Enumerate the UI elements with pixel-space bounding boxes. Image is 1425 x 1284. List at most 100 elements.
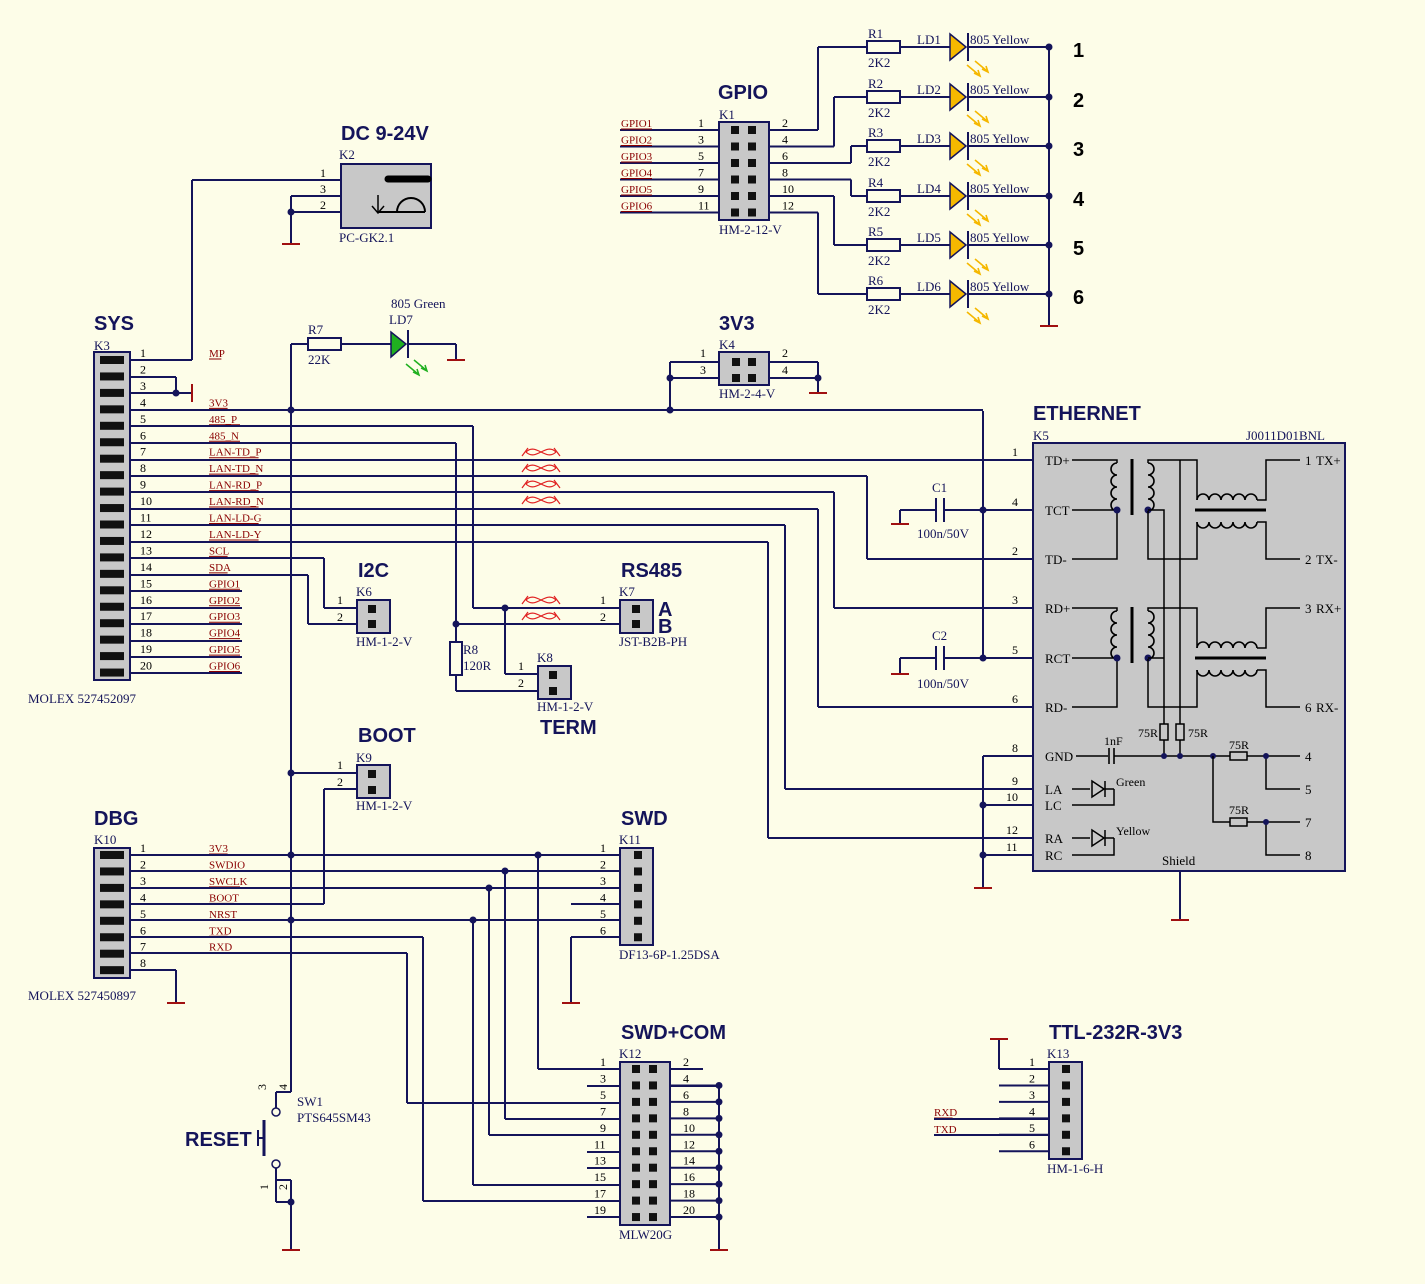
sys-net-label: SDA [209, 562, 231, 574]
gpio-resistor-ref: R5 [868, 224, 883, 239]
sys-net-label: GPIO6 [209, 661, 241, 673]
gpio-led-number: 6 [1073, 287, 1084, 309]
k1-part: HM-2-12-V [719, 222, 782, 237]
svg-text:8: 8 [683, 1104, 689, 1118]
svg-text:4: 4 [782, 133, 788, 147]
i2c-title: I2C [358, 560, 389, 582]
k13-part: HM-1-6-H [1047, 1161, 1103, 1176]
svg-text:2: 2 [276, 1184, 290, 1190]
dbg-net-label: BOOT [209, 892, 239, 904]
ld7-ref: LD7 [389, 312, 413, 327]
ethernet-pin-label: RD+ [1045, 601, 1070, 616]
k13-ttl-connector: K13 HM-1-6-H [1047, 1046, 1103, 1176]
svg-text:13: 13 [140, 543, 152, 557]
dbg-net-label: SWCLK [209, 876, 248, 888]
svg-text:2: 2 [337, 775, 343, 789]
c1-value: 100n/50V [917, 526, 970, 541]
k10-part: MOLEX 527450897 [28, 988, 136, 1003]
diff-pair-markers [521, 447, 561, 621]
svg-text:4: 4 [683, 1071, 689, 1085]
k8-ref: K8 [537, 650, 553, 665]
svg-text:9: 9 [698, 182, 704, 196]
c1-ref: C1 [932, 480, 947, 495]
svg-text:1: 1 [257, 1184, 271, 1190]
svg-text:8: 8 [782, 166, 788, 180]
svg-text:9: 9 [1012, 774, 1018, 788]
dbg-net-label: 3V3 [209, 843, 228, 855]
gpio-led-ref: LD3 [917, 131, 941, 146]
svg-text:75R: 75R [1229, 803, 1249, 817]
sys-net-label: GPIO3 [209, 611, 241, 623]
k5-part: J0011D01BNL [1246, 428, 1325, 443]
swdcom-title: SWD+COM [621, 1022, 726, 1044]
svg-text:16: 16 [140, 593, 152, 607]
svg-text:2: 2 [600, 857, 606, 871]
nets [130, 180, 1189, 921]
ethernet-pin-label: RD- [1045, 700, 1067, 715]
svg-text:2: 2 [140, 857, 146, 871]
ethernet-pin-label: GND [1045, 749, 1073, 764]
svg-text:4: 4 [1029, 1104, 1035, 1118]
gpio-resistor-value: 2K2 [868, 253, 890, 268]
r8-value: 120R [463, 658, 492, 673]
k4-part: HM-2-4-V [719, 386, 776, 401]
svg-text:10: 10 [683, 1121, 695, 1135]
gpio-resistor-value: 2K2 [868, 105, 890, 120]
k11-swd-connector: K11 DF13-6P-1.25DSA [619, 832, 720, 962]
svg-text:3: 3 [600, 874, 606, 888]
svg-text:4: 4 [600, 890, 606, 904]
svg-text:2: 2 [782, 346, 788, 360]
svg-text:4: 4 [782, 363, 788, 377]
svg-text:7: 7 [600, 1104, 606, 1118]
k6-part: HM-1-2-V [356, 634, 413, 649]
gpio-led-number: 5 [1073, 238, 1084, 260]
k12-part: MLW20G [619, 1227, 672, 1242]
gpio-resistor-ref: R1 [868, 26, 883, 41]
sys-net-label: MP [209, 348, 225, 360]
shield-label: Shield [1162, 853, 1196, 868]
k5-ethernet-magjack: K5 J0011D01BNL [1032, 428, 1346, 872]
k12-swdcom-header: K12 MLW20G [619, 1046, 672, 1242]
svg-text:16: 16 [683, 1170, 695, 1184]
svg-text:1: 1 [600, 841, 606, 855]
k2-part: PC-GK2.1 [339, 230, 394, 245]
svg-text:15: 15 [140, 576, 152, 590]
gpio-resistor-value: 2K2 [868, 154, 890, 169]
term-title: TERM [540, 717, 597, 739]
gpio-led-value: 805 Yellow [970, 82, 1030, 97]
svg-text:8: 8 [140, 461, 146, 475]
r8-k8-termination: R8 120R K8 HM-1-2-V 12 [449, 641, 594, 714]
rs485-title: RS485 [621, 560, 682, 582]
swd-title: SWD [621, 808, 668, 830]
r75-label: 75R [1138, 726, 1158, 740]
k7-ref: K7 [619, 584, 635, 599]
svg-text:6: 6 [1305, 700, 1312, 715]
ethernet-pin-label: LA [1045, 782, 1063, 797]
svg-text:3: 3 [140, 379, 146, 393]
gpio-net-label: GPIO1 [621, 118, 652, 130]
svg-text:6: 6 [782, 149, 788, 163]
gpio-net-label: GPIO2 [621, 135, 652, 147]
svg-text:2: 2 [337, 610, 343, 624]
k11-ref: K11 [619, 832, 641, 847]
ethernet-pin-label: TCT [1045, 503, 1070, 518]
svg-text:9: 9 [140, 478, 146, 492]
svg-text:11: 11 [140, 511, 152, 525]
ethernet-pin-label: TD+ [1045, 453, 1070, 468]
svg-text:7: 7 [140, 445, 146, 459]
k6-ref: K6 [356, 584, 372, 599]
ethernet-pin-label: LC [1045, 798, 1062, 813]
svg-text:5: 5 [600, 1088, 606, 1102]
svg-text:12: 12 [1006, 823, 1018, 837]
c1nf-label: 1nF [1104, 734, 1123, 748]
gpio-led-ref: LD2 [917, 82, 941, 97]
ethernet-right-label: RX+ [1316, 601, 1341, 616]
ethernet-right-label: TX- [1316, 552, 1338, 567]
svg-text:4: 4 [140, 890, 146, 904]
svg-text:6: 6 [1012, 692, 1018, 706]
svg-text:3: 3 [140, 874, 146, 888]
sw1-part: PTS645SM43 [297, 1110, 371, 1125]
